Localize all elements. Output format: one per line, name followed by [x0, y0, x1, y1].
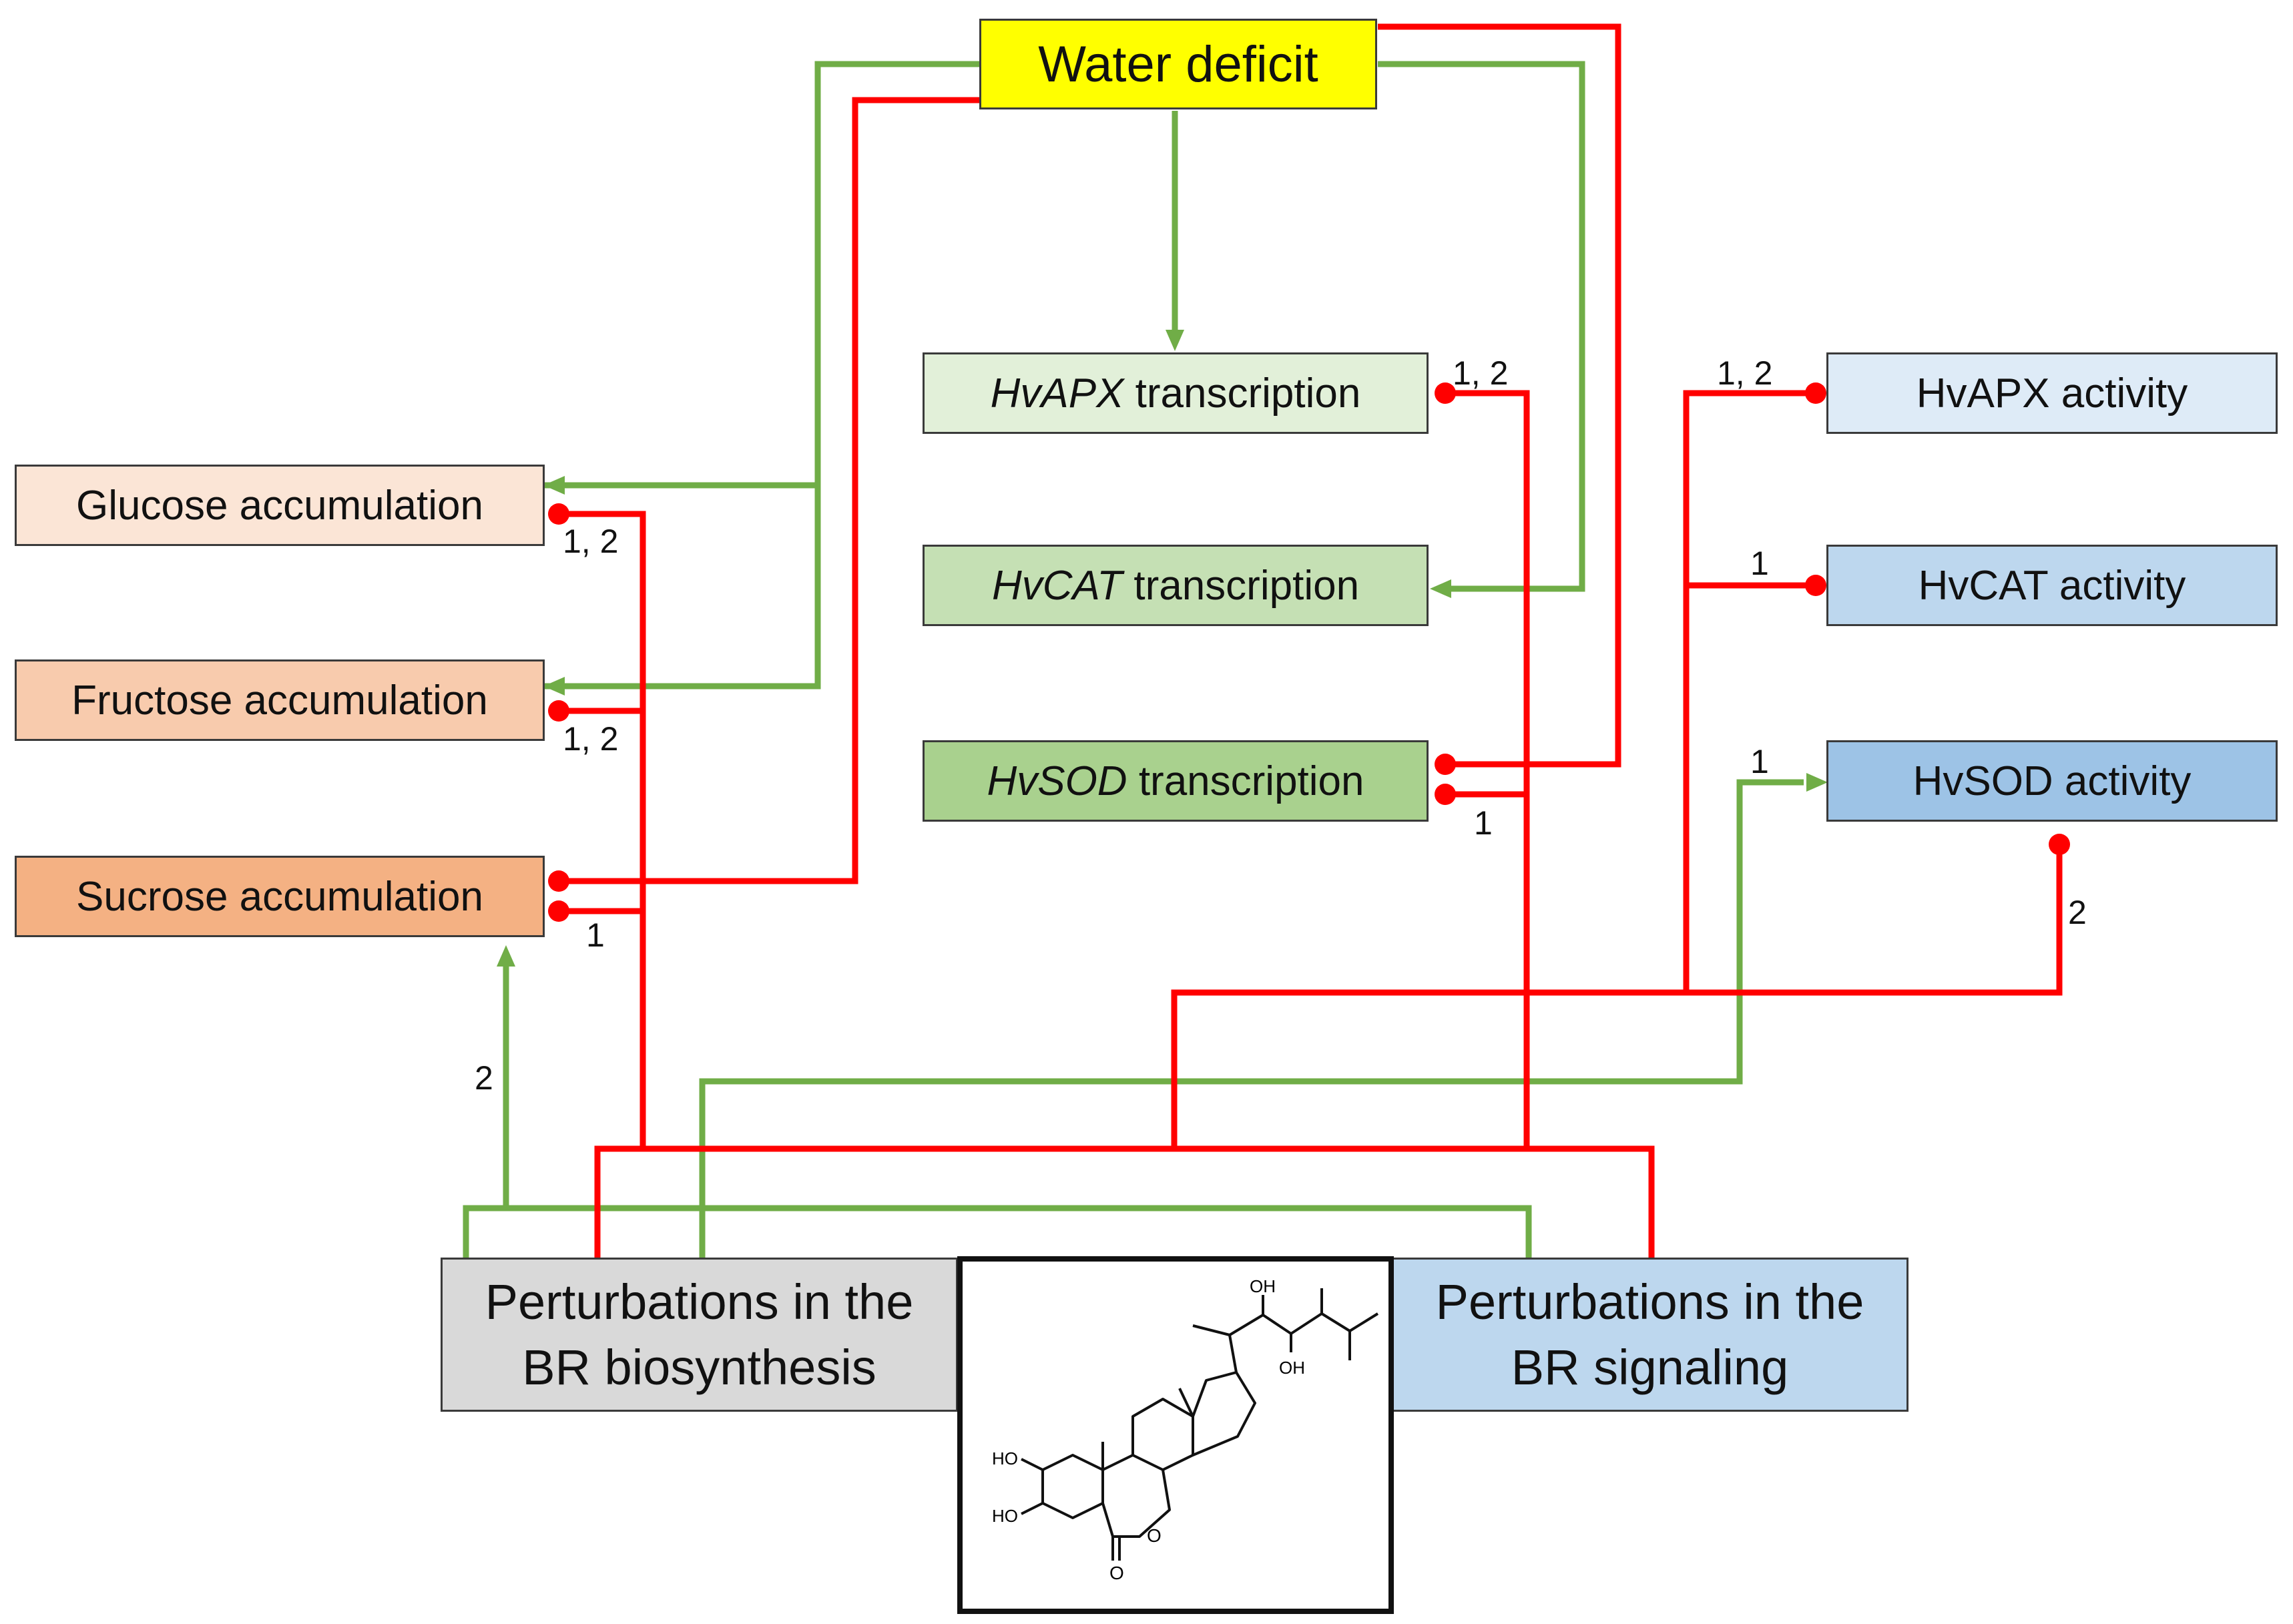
molecule-ho-upper: HO	[992, 1448, 1018, 1468]
inhibit-dot-sucrose-bottom	[548, 900, 569, 922]
edge-label-glucose: 1, 2	[563, 523, 619, 560]
inhibit-line-br-to-activities	[1171, 848, 2063, 1149]
inhibit-dot-glucose	[548, 503, 569, 525]
promote-line-br-to-hvsod-act	[699, 779, 1804, 1258]
glucose-accumulation-box: Glucose accumulation	[15, 465, 545, 546]
molecule-ho-lower: HO	[992, 1506, 1018, 1526]
hvapx-transcription-box: HvAPX transcription	[923, 352, 1429, 434]
inhibit-dot-hvsod-tx-bottom	[1435, 784, 1456, 805]
inhibit-dot-hvcat-act	[1805, 575, 1826, 596]
molecule-ring-o: O	[1147, 1525, 1162, 1546]
inhibit-dot-fructose	[548, 700, 569, 722]
br-biosynthesis-line2: BR biosynthesis	[522, 1339, 876, 1395]
br-biosynthesis-line1: Perturbations in the	[485, 1274, 914, 1330]
inhibit-dot-hvapx-tx	[1435, 382, 1456, 404]
br-biosynthesis-box: Perturbations in the BR biosynthesis	[441, 1258, 958, 1412]
inhibit-dot-hvsod-act	[2049, 834, 2070, 855]
molecule-carbonyl-o: O	[1109, 1563, 1124, 1583]
glucose-label: Glucose accumulation	[76, 482, 483, 529]
arrowhead-glucose	[543, 476, 565, 495]
edge-label-hvsod-activity-inhibit: 2	[2068, 894, 2087, 931]
br-signaling-line2: BR signaling	[1511, 1339, 1789, 1395]
br-signaling-box: Perturbations in the BR signaling	[1391, 1258, 1908, 1412]
inhibit-line-water-to-hvsod-tx	[1378, 23, 1621, 768]
inhibit-line-br-to-hvapx-act	[1683, 390, 1816, 993]
hvsod-activity-box: HvSOD activity	[1826, 740, 2278, 822]
inhibit-line-br-bus	[594, 1145, 1655, 1258]
hvapx-gene-name: HvAPX	[990, 370, 1124, 417]
sucrose-accumulation-box: Sucrose accumulation	[15, 856, 545, 937]
hvsod-activity-label: HvSOD activity	[1913, 758, 2192, 804]
arrowhead-fructose	[543, 677, 565, 696]
molecule-oh-side: OH	[1279, 1358, 1305, 1378]
hvapx-transcription-text: transcription	[1123, 370, 1361, 417]
hvapx-activity-box: HvAPX activity	[1826, 352, 2278, 434]
promote-line-br-to-sucrose	[463, 1205, 1532, 1258]
hvcat-activity-box: HvCAT activity	[1826, 545, 2278, 626]
inhibit-line-br-to-transcription	[1445, 390, 1530, 1149]
arrowhead-hvapx-tx	[1166, 330, 1184, 351]
hvapx-activity-label: HvAPX activity	[1916, 370, 2188, 417]
brassinolide-structure-panel: OH OH HO HO O O	[957, 1256, 1394, 1614]
molecule-oh-top: OH	[1250, 1276, 1276, 1296]
hvsod-gene-name: HvSOD	[987, 758, 1127, 804]
fructose-label: Fructose accumulation	[71, 677, 488, 724]
inhibit-dot-hvapx-act	[1805, 382, 1826, 404]
edge-label-hvsod-transcription: 1	[1474, 804, 1493, 842]
edge-label-hvsod-activity-promote: 1	[1750, 743, 1769, 780]
promote-line-water-to-sugars	[544, 61, 981, 690]
hvsod-transcription-box: HvSOD transcription	[923, 740, 1429, 822]
hvcat-activity-label: HvCAT activity	[1918, 562, 2186, 609]
edge-label-sucrose-inhibit: 1	[586, 916, 605, 954]
arrowhead-sucrose	[497, 945, 515, 967]
edge-label-hvapx-transcription: 1, 2	[1453, 354, 1509, 392]
water-deficit-box: Water deficit	[979, 19, 1377, 109]
fructose-accumulation-box: Fructose accumulation	[15, 659, 545, 741]
water-deficit-label: Water deficit	[1038, 35, 1318, 93]
sucrose-label: Sucrose accumulation	[76, 873, 483, 920]
brassinolide-structure-drawing: OH OH HO HO O O	[992, 1276, 1379, 1583]
edge-label-hvapx-activity: 1, 2	[1717, 354, 1773, 392]
hvcat-transcription-text: transcription	[1122, 562, 1360, 609]
inhibit-dot-hvsod-tx-top	[1435, 754, 1456, 775]
hvcat-gene-name: HvCAT	[991, 562, 1123, 609]
edge-label-sucrose-promote: 2	[475, 1059, 493, 1097]
arrowhead-hvsod-act	[1806, 773, 1828, 792]
edge-label-hvcat-activity: 1	[1750, 545, 1769, 582]
hvsod-transcription-text: transcription	[1127, 758, 1364, 804]
inhibit-line-br-to-sugars	[559, 511, 646, 1149]
hvcat-transcription-box: HvCAT transcription	[923, 545, 1429, 626]
edge-label-fructose: 1, 2	[563, 720, 619, 758]
promote-line-water-to-hvcat-tx	[1378, 61, 1585, 592]
arrowhead-hvcat-tx	[1430, 579, 1451, 598]
inhibit-line-water-to-sucrose	[559, 97, 981, 884]
br-signaling-line1: Perturbations in the	[1435, 1274, 1864, 1330]
inhibit-dot-sucrose-top	[548, 870, 569, 892]
